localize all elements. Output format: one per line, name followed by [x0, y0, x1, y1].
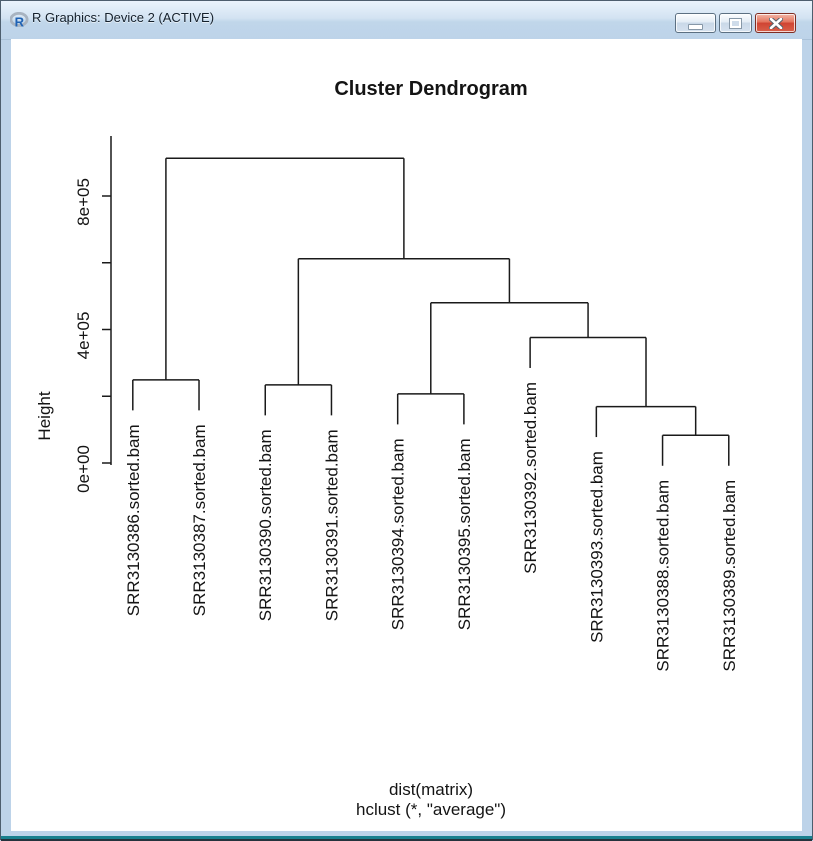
window-title: R Graphics: Device 2 (ACTIVE): [32, 10, 215, 25]
plot-area: [11, 39, 802, 831]
minimize-icon: [688, 23, 703, 30]
window-controls: [675, 13, 796, 33]
r-logo-icon: R: [9, 11, 29, 30]
titlebar[interactable]: R R Graphics: Device 2 (ACTIVE): [1, 1, 812, 40]
taskbar-edge: [1, 836, 812, 839]
maximize-icon: [729, 17, 742, 29]
x-axis-sublabel-hclust: hclust (*, "average"): [355, 800, 507, 819]
svg-text:R: R: [15, 15, 25, 29]
x-axis-sublabel-dist: dist(matrix): [388, 780, 474, 799]
close-icon: [768, 17, 783, 29]
y-axis-label: Height: [35, 391, 54, 441]
maximize-button[interactable]: [719, 13, 752, 33]
chart-title: Cluster Dendrogram: [334, 78, 528, 100]
close-button[interactable]: [755, 13, 796, 33]
minimize-button[interactable]: [675, 13, 716, 33]
